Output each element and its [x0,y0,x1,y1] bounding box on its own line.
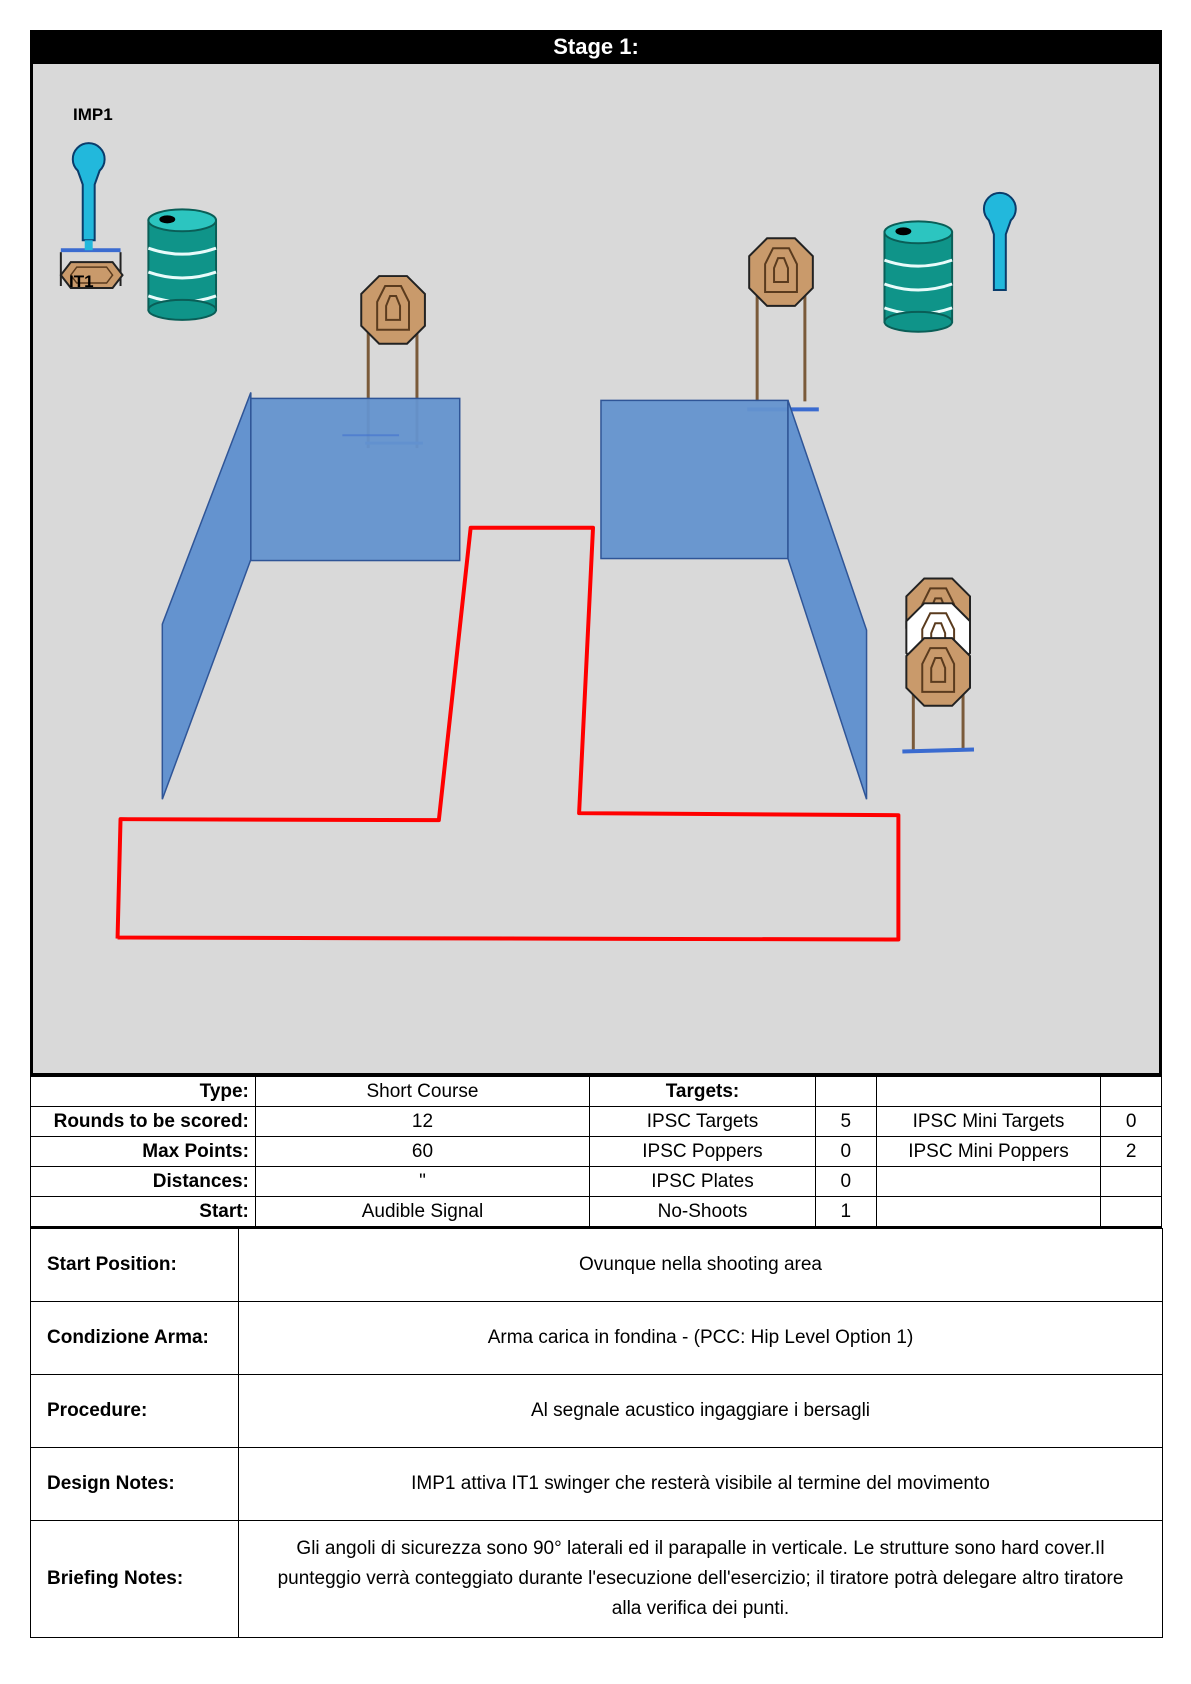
target-stack [902,577,975,754]
mini-target-type [875,1196,1102,1228]
barrel-left [146,207,218,322]
target-count: 0 [814,1166,877,1197]
condizione-arma-label: Condizione Arma: [30,1301,239,1375]
it1-label: IT1 [69,272,94,291]
start-position-value: Ovunque nella shooting area [238,1228,1163,1302]
start-position-row: Start Position: Ovunque nella shooting a… [30,1228,1163,1302]
stage-title: Stage 1: [30,30,1162,64]
row-label: Rounds to be scored: [30,1106,256,1137]
wall-right [600,399,868,800]
row-value: 12 [254,1106,591,1137]
shooting-area-fault-line [115,525,901,942]
design-notes-value: IMP1 attiva IT1 swinger che resterà visi… [238,1447,1163,1521]
briefing-notes-value: Gli angoli di sicurezza sono 90° lateral… [238,1520,1163,1638]
row-value: 60 [254,1136,591,1167]
popper-right-icon [982,191,1017,291]
condizione-arma-value: Arma carica in fondina - (PCC: Hip Level… [238,1301,1163,1375]
row-value: Short Course [254,1076,591,1107]
mini-target-count: 2 [1100,1136,1162,1167]
mini-target-count [1100,1076,1162,1107]
row-label: Max Points: [30,1136,256,1167]
row-label: Type: [30,1076,256,1107]
target-type: IPSC Poppers [589,1136,816,1167]
target-count: 0 [814,1136,877,1167]
design-notes-row: Design Notes: IMP1 attiva IT1 swinger ch… [30,1447,1163,1521]
briefing-notes-row: Briefing Notes: Gli angoli di sicurezza … [30,1520,1163,1638]
row-label: Start: [30,1196,256,1228]
mini-target-type: IPSC Mini Poppers [875,1136,1102,1167]
wall-left [161,392,461,800]
imp1-label: IMP1 [73,105,113,124]
row-value: Audible Signal [254,1196,591,1228]
mini-target-count: 0 [1100,1106,1162,1137]
procedure-row: Procedure: Al segnale acustico ingaggiar… [30,1374,1163,1448]
stage-diagram-svg [59,142,1017,942]
target-type: IPSC Plates [589,1166,816,1197]
procedure-value: Al segnale acustico ingaggiare i bersagl… [238,1374,1163,1448]
target-type: Targets: [589,1076,816,1107]
mini-target-type [875,1076,1102,1107]
start-position-label: Start Position: [30,1228,239,1302]
target-count: 1 [814,1196,877,1228]
design-notes-label: Design Notes: [30,1447,239,1521]
mini-target-count [1100,1196,1162,1228]
stage-diagram: IMP1 IT1 [30,64,1162,1076]
it1-swinger-target [59,252,124,289]
row-label: Distances: [30,1166,256,1197]
target-type: No-Shoots [589,1196,816,1228]
briefing-notes-label: Briefing Notes: [30,1520,239,1638]
target-right [747,237,819,412]
target-type: IPSC Targets [589,1106,816,1137]
target-count [814,1076,877,1107]
barrel-right [882,219,954,334]
stage-notes-table: Start Position: Ovunque nella shooting a… [30,1228,1163,1638]
mini-target-type: IPSC Mini Targets [875,1106,1102,1137]
imp1-popper-icon [71,142,106,242]
mini-target-count [1100,1166,1162,1197]
condizione-arma-row: Condizione Arma: Arma carica in fondina … [30,1301,1163,1375]
row-value: " [254,1166,591,1197]
stage-sheet: Stage 1: [30,30,1163,1638]
procedure-label: Procedure: [30,1374,239,1448]
mini-target-type [875,1166,1102,1197]
target-count: 5 [814,1106,877,1137]
